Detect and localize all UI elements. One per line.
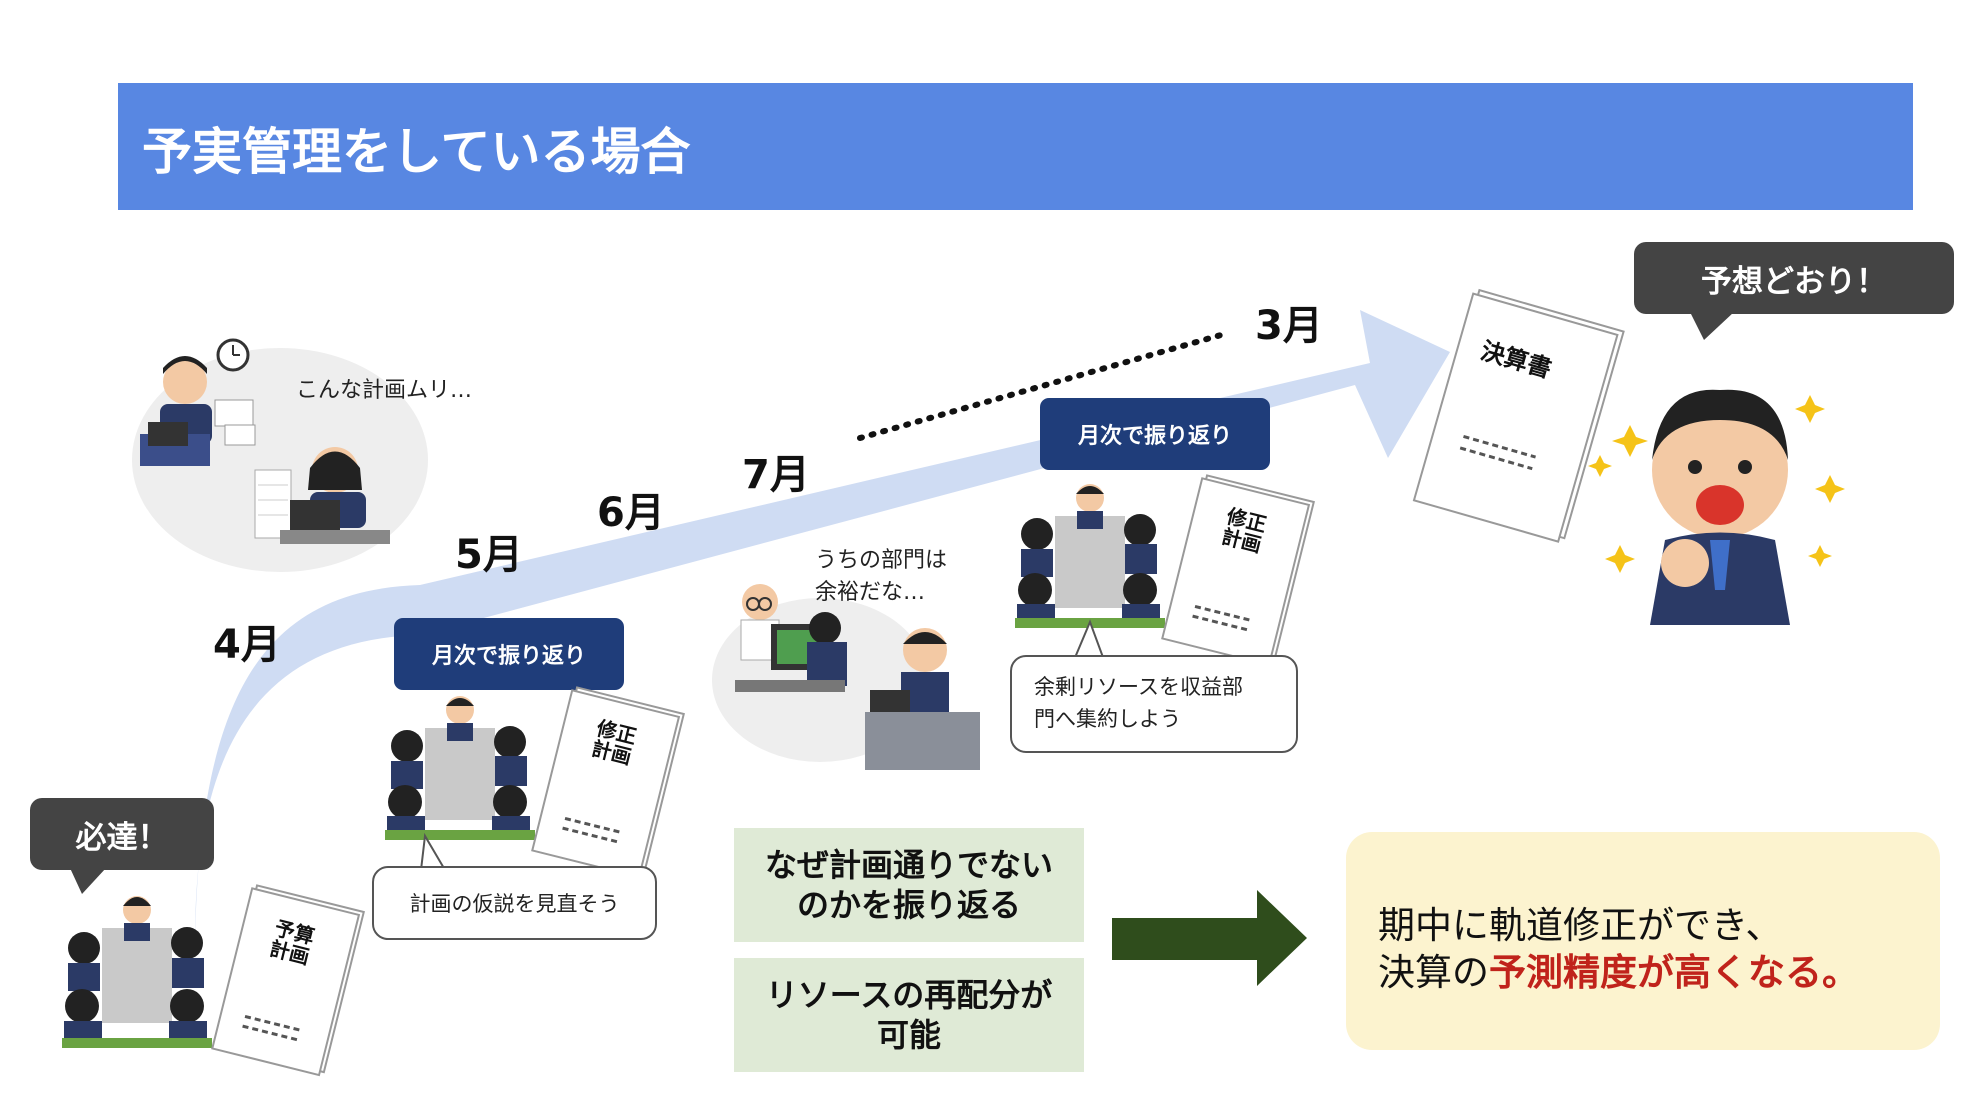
confident-man-illustration	[1588, 389, 1845, 625]
monthly-review-label-1-text: 月次で振り返り	[431, 644, 586, 669]
result-arrow-icon	[1112, 890, 1307, 986]
relaxed-thought-text: うちの部門は 余裕だな…	[815, 545, 947, 609]
bubble-tail-icon	[70, 868, 106, 894]
relaxed-department-illustration	[712, 584, 980, 770]
header-bar	[118, 83, 1913, 210]
month-march: 3月	[1255, 303, 1323, 349]
month-june: 6月	[597, 490, 665, 536]
dotted-timeline	[857, 330, 1231, 441]
benefit-box-reallocation: リソースの再配分が 可能	[734, 958, 1084, 1072]
result-line-2: 決算の予測精度が高くなる。	[1378, 942, 1859, 996]
benefit-box-review-line2: のかを振り返る	[796, 886, 1021, 924]
monthly-review-label-2: 月次で振り返り	[1040, 398, 1270, 470]
revised-plan-document-icon-2	[1161, 474, 1315, 667]
monthly-review-label-1: 月次で振り返り	[394, 618, 624, 690]
result-line-1: 期中に軌道修正ができ、	[1378, 904, 1783, 947]
speech-bubble-hittatsu: 必達！	[30, 798, 214, 870]
result-line-2-prefix: 決算の	[1378, 951, 1489, 994]
note-bubble-kasetsu-text: 計画の仮説を見直そう	[409, 892, 620, 916]
speech-bubble-yosou: 予想どおり！	[1634, 242, 1954, 314]
worry-text: こんな計画ムリ…	[296, 378, 473, 403]
meeting-illustration-may	[385, 696, 535, 840]
bubble-tail-icon	[1690, 312, 1734, 340]
note-bubble-shuyaku-line1: 余剰リソースを収益部	[1034, 675, 1243, 699]
month-july: 7月	[742, 452, 810, 498]
result-line-2-highlight: 予測精度が高くなる。	[1489, 951, 1859, 994]
benefit-box-reallocation-line2: 可能	[876, 1016, 941, 1054]
result-box	[1346, 832, 1940, 1050]
meeting-illustration-april	[62, 896, 212, 1048]
speech-bubble-hittatsu-text: 必達！	[75, 819, 169, 856]
stressed-workers-illustration	[132, 338, 428, 572]
relaxed-thought-line1: うちの部門は	[815, 548, 948, 573]
benefit-box-review: なぜ計画通りでない のかを振り返る	[734, 828, 1084, 942]
benefit-box-review-line1: なぜ計画通りでない	[764, 846, 1053, 884]
monthly-review-label-2-text: 月次で振り返り	[1077, 424, 1232, 449]
note-bubble-kasetsu: 計画の仮説を見直そう	[372, 866, 657, 940]
benefit-box-reallocation-line1: リソースの再配分が	[765, 976, 1053, 1014]
month-april: 4月	[213, 622, 281, 668]
budget-plan-document-icon	[211, 884, 365, 1077]
note-bubble-shuyaku-line2: 門へ集約しよう	[1034, 707, 1181, 731]
speech-bubble-yosou-text: 予想どおり！	[1701, 263, 1887, 300]
settlement-document-icon	[1412, 288, 1625, 543]
relaxed-thought-line2: 余裕だな…	[815, 580, 926, 605]
page-title: 予実管理をしている場合	[142, 123, 691, 181]
revised-plan-document-icon-1	[531, 686, 685, 879]
note-bubble-shuyaku: 余剰リソースを収益部 門へ集約しよう	[1010, 655, 1298, 753]
month-may: 5月	[455, 532, 523, 578]
meeting-illustration-july	[1015, 484, 1165, 628]
